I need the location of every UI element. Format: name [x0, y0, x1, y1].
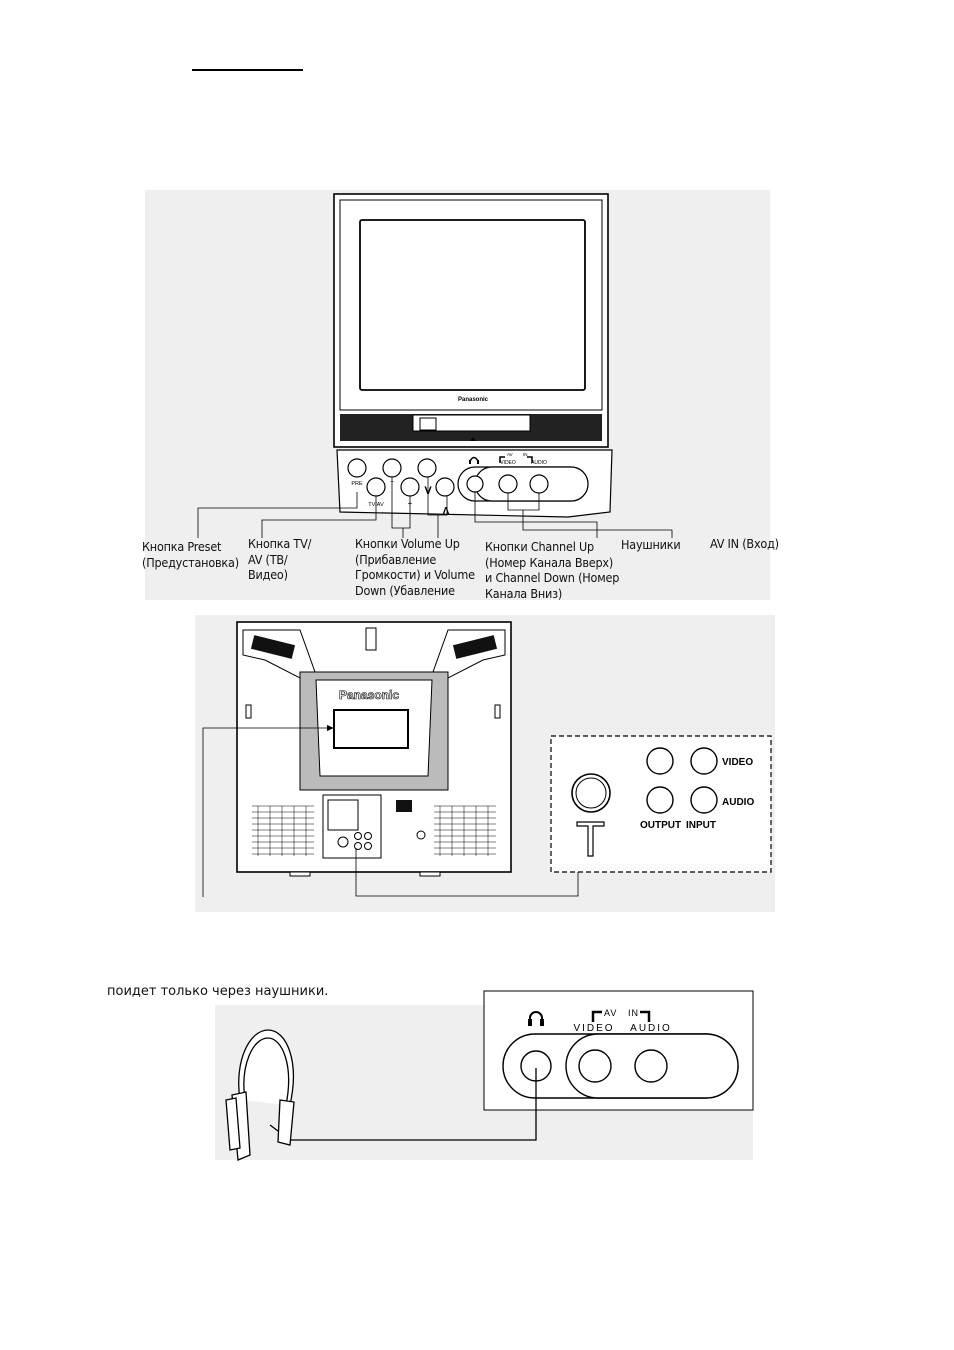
headphone-icon: [469, 456, 479, 462]
svg-text:VIDEO: VIDEO: [722, 757, 753, 768]
panel-video-jack: [578, 1049, 612, 1083]
callout-headphones: Наушники: [621, 537, 681, 552]
svg-text:AUDIO: AUDIO: [630, 1023, 672, 1034]
svg-text:OUTPUT: OUTPUT: [640, 820, 681, 831]
svg-text:AV: AV: [604, 1008, 617, 1018]
svg-text:PRE: PRE: [351, 481, 363, 487]
panel-headphone-icon: [529, 1011, 543, 1024]
svg-text:AV: AV: [507, 452, 513, 457]
panel-audio-jack: [634, 1049, 668, 1083]
headphones-icon: [225, 1029, 295, 1161]
tv-rear-diagram: Panasonic VIDEO AUDIO OUTPUT INPUT: [195, 615, 775, 912]
headphones-caption: поидет только через наушники.: [107, 984, 329, 999]
pre-button: [347, 458, 367, 478]
video-in-jack: [498, 474, 518, 494]
headphones-diagram: AV IN VIDEO AUDIO: [215, 990, 754, 1161]
volume-minus-button: [382, 458, 402, 478]
audio-output-jack: [646, 786, 674, 814]
headphone-jack: [466, 475, 484, 493]
svg-text:AUDIO: AUDIO: [531, 460, 547, 466]
callout-tvav: Кнопка TV/ AV (ТВ/ Видео): [248, 536, 312, 582]
volume-plus-button: [400, 477, 420, 497]
svg-text:IN: IN: [523, 452, 528, 457]
svg-text:INPUT: INPUT: [686, 820, 716, 831]
svg-text:IN: IN: [628, 1008, 639, 1018]
audio-in-jack: [529, 474, 549, 494]
svg-text:VIDEO: VIDEO: [573, 1023, 614, 1034]
channel-up-button: [435, 477, 455, 497]
tvav-button: [366, 477, 386, 497]
channel-down-button: [417, 458, 437, 478]
svg-text:AUDIO: AUDIO: [722, 797, 754, 808]
svg-text:Λ: Λ: [443, 506, 450, 517]
heading-underline: [192, 69, 303, 71]
video-output-jack: [646, 747, 674, 775]
rear-headphone-jack: [571, 773, 611, 813]
tv-front-diagram: Panasonic PRE TV/AV − + V Λ AV VIDEO IN …: [145, 190, 770, 600]
audio-input-jack: [690, 786, 718, 814]
front-brand-logo: Panasonic: [458, 397, 489, 403]
rear-headphone-icon: [576, 821, 605, 857]
rear-brand-logo: Panasonic: [339, 688, 399, 702]
callout-preset: Кнопка Preset (Предустановка): [142, 539, 239, 570]
svg-text:VIDEO: VIDEO: [500, 460, 516, 466]
video-input-jack: [690, 747, 718, 775]
callout-avin: AV IN (Вход): [710, 536, 779, 551]
callout-channel: Кнопки Channel Up (Номер Канала Вверх) и…: [485, 539, 620, 601]
callout-volume: Кнопки Volume Up (Прибавление Громкости)…: [355, 536, 475, 598]
